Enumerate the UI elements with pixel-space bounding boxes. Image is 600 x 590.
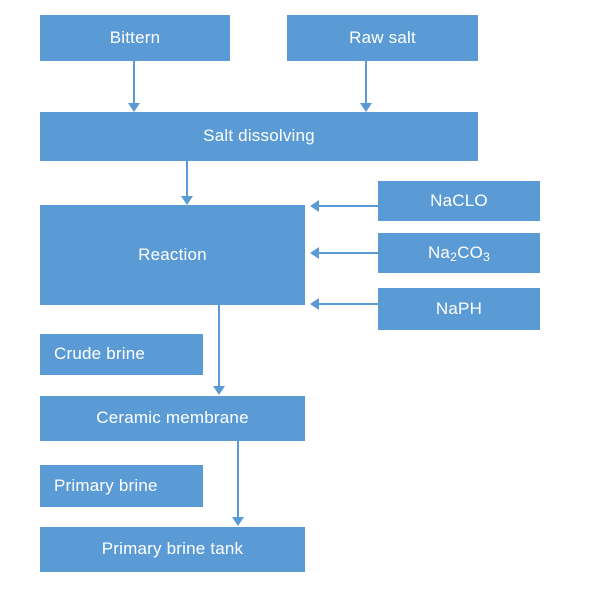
node-reaction-label: Reaction [138,244,207,264]
node-naph-label: NaPH [435,298,483,318]
arrowhead-bittern-to-salt-dissolving [128,103,140,112]
node-crude-brine-label: Crude brine [54,344,146,364]
node-primary-brine[interactable]: Primary brine [40,465,203,507]
node-primary-brine-label: Primary brine [54,475,158,495]
node-na2co3[interactable]: Na2CO3 [378,233,540,273]
node-naph[interactable]: NaPH [378,288,540,330]
node-bittern-label: Bittern [109,27,161,47]
connector-ceramic-membrane-to-primary-brine-tank [237,441,239,518]
node-primary-brine-tank[interactable]: Primary brine tank [40,527,305,572]
connector-reaction-to-ceramic-membrane [218,305,220,387]
node-crude-brine[interactable]: Crude brine [40,334,203,375]
node-ceramic-membrane-label: Ceramic membrane [96,408,249,428]
node-primary-brine-tank-label: Primary brine tank [101,539,244,559]
node-bittern[interactable]: Bittern [40,15,230,61]
node-naclo-label: NaCLO [430,190,488,210]
node-raw-salt[interactable]: Raw salt [287,15,478,61]
arrowhead-reaction-to-ceramic-membrane [213,386,225,395]
arrowhead-raw-salt-to-salt-dissolving [360,103,372,112]
node-na2co3-label: Na2CO3 [427,242,491,265]
arrowhead-naclo-to-reaction [310,200,319,212]
connector-salt-dissolving-to-reaction [186,161,188,197]
node-raw-salt-label: Raw salt [349,27,416,47]
node-reaction[interactable]: Reaction [40,205,305,305]
connector-naclo-to-reaction [319,205,378,207]
node-ceramic-membrane[interactable]: Ceramic membrane [40,396,305,441]
connector-na2co3-to-reaction [319,252,378,254]
arrowhead-salt-dissolving-to-reaction [181,196,193,205]
arrowhead-ceramic-membrane-to-primary-brine-tank [232,517,244,526]
node-salt-dissolving[interactable]: Salt dissolving [40,112,478,161]
connector-bittern-to-salt-dissolving [133,61,135,104]
arrowhead-naph-to-reaction [310,298,319,310]
connector-raw-salt-to-salt-dissolving [365,61,367,104]
node-salt-dissolving-label: Salt dissolving [203,126,315,146]
node-naclo[interactable]: NaCLO [378,181,540,221]
arrowhead-na2co3-to-reaction [310,247,319,259]
connector-naph-to-reaction [319,303,378,305]
